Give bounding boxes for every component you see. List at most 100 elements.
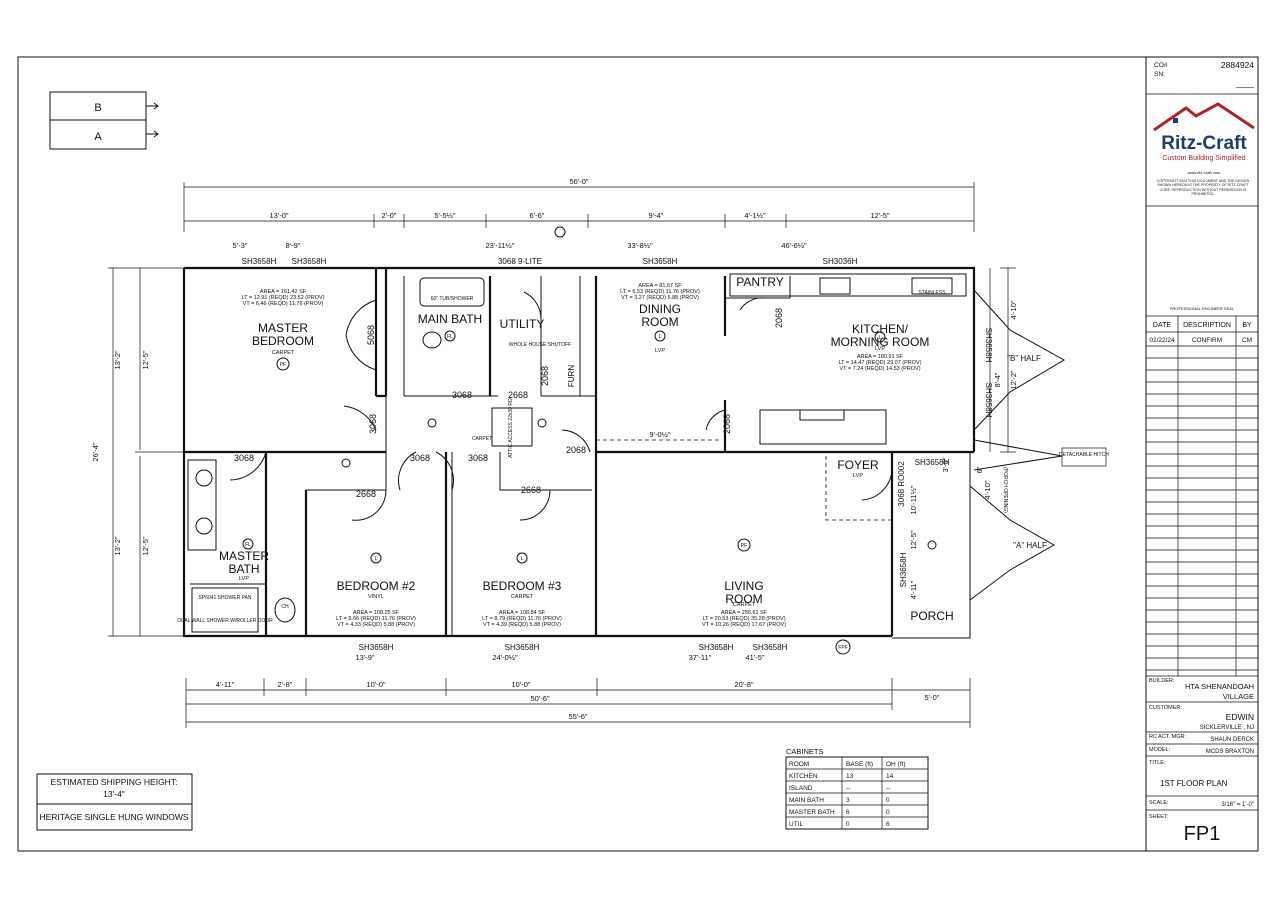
cabinet-cell: UTIL <box>789 821 803 828</box>
rev-header: DATE <box>1153 322 1171 329</box>
hall-floor: CARPET <box>472 436 492 442</box>
dim-right: 3'-0" <box>941 457 950 472</box>
window-tag: SH3658H <box>242 257 277 266</box>
dim-top-seg: 2'-0" <box>382 211 397 220</box>
room-lt: LT = 8.79 (REQD) 11.76 (PROV) <box>482 616 562 622</box>
window-tag: SH3658H <box>292 257 327 266</box>
dim-bottom-overall: 55'-6" <box>568 712 587 721</box>
top-dimensions: 56'-0" 13'-0" 2'-0" 5'-5½" 6'-6" 9'-4" 4… <box>183 177 975 250</box>
room-area: AREA = 180.91 SF <box>857 354 904 360</box>
dim-right: 8'-4" <box>993 372 1002 387</box>
door-tag: 3068 RO002 <box>897 461 906 507</box>
cabinet-cell: 0 <box>886 797 890 804</box>
brand-site: www.ritz-craft.com <box>1188 170 1221 175</box>
dim-right: 12'-5" <box>909 530 918 549</box>
door-tag: 2068 <box>566 445 586 455</box>
shower-label-2: DUAL WALL SHOWER W/ROLLER DOOR <box>177 618 273 624</box>
dim-top-overall: 56'-0" <box>569 177 588 186</box>
hitch-label: DETACHABLE HITCH <box>1059 452 1109 458</box>
dim-window-offset: 46'-6½" <box>781 241 807 250</box>
room-floor: LVP <box>853 473 863 479</box>
cabinet-cell: 6 <box>846 809 850 816</box>
dim-bottom-seg: 4'-11" <box>216 680 235 689</box>
cabinet-cell: 0 <box>886 809 890 816</box>
cabinet-cell: -- <box>846 785 850 792</box>
half-b-label: "B" HALF <box>1007 354 1041 363</box>
copyright-note: COPYRIGHT 2024 THIS DOCUMENT AND THE DES… <box>1156 179 1250 197</box>
utility-note: WHOLE HOUSE SHUTOFF <box>509 342 571 348</box>
sn-value: ____ <box>1235 79 1254 88</box>
room-area: AREA = 81.67 SF <box>638 283 682 289</box>
door-tag: 2068 <box>540 366 550 386</box>
cabinets-title: CABINETS <box>786 747 824 756</box>
room-floor: LVP <box>239 576 249 582</box>
dim-right: 6" <box>975 466 984 473</box>
room-vt: VT = 3.27 (REQD) 5.88 (PROV) <box>621 295 699 301</box>
dim-window-offset: 41'-5" <box>745 653 764 662</box>
dim-window-offset: 13'-9" <box>355 653 374 662</box>
door-tag: 2668 <box>356 489 376 499</box>
dim-bottom-seg: 2'-8" <box>278 680 293 689</box>
room-lt: LT = 14.47 (REQD) 29.07 (PROV) <box>838 360 921 366</box>
rev-header: DESCRIPTION <box>1183 322 1231 329</box>
scale-label: SCALE: <box>1149 800 1169 806</box>
door-tag: 3068 <box>410 453 430 463</box>
rev-by: CM <box>1242 337 1252 344</box>
left-dimensions: 26'-4" 13'-2" 13'-2" 12'-5" 12'-5" <box>91 267 184 637</box>
room-area: AREA = 108.25 SF <box>353 610 400 616</box>
cabinet-cell: KITCHEN <box>789 773 818 780</box>
cab-header: BASE (ft) <box>846 761 873 768</box>
room-floor: VINYL <box>368 594 384 600</box>
door-tag: 2668 <box>521 485 541 495</box>
toilet-ch: CH <box>281 604 289 610</box>
title-label: TITLE: <box>1149 760 1166 766</box>
door-tag: 3068 <box>234 453 254 463</box>
dim-window-offset: 8'-9" <box>286 241 301 250</box>
cabinet-cell: ISLAND <box>789 785 813 792</box>
builder-label: BUILDER: <box>1149 678 1175 684</box>
room-area: AREA = 108.84 SF <box>499 610 546 616</box>
rev-header: BY <box>1242 322 1252 329</box>
window-tag: SH3658H <box>899 552 908 587</box>
cab-header: ROOM <box>789 761 809 768</box>
window-tag: SH3658H <box>699 643 734 652</box>
room-name-bedroom-2: BEDROOM #2 <box>337 579 416 593</box>
cab-header: OH (ft) <box>886 761 906 768</box>
dim-bottom-seg: 5'-0" <box>925 693 940 702</box>
fpf-symbol: FPF <box>838 645 847 651</box>
brand-tagline: Custom Building Simplified <box>1162 155 1245 162</box>
room-name-bedroom-3: BEDROOM #3 <box>483 579 562 593</box>
sheet-label: SHEET: <box>1149 814 1169 820</box>
dim-bottom-seg: 10'-0" <box>511 680 530 689</box>
cabinet-cell: -- <box>886 785 890 792</box>
dim-top-seg: 6'-6" <box>530 211 545 220</box>
door-tag: 2668 <box>508 390 528 400</box>
room-floor: CARPET <box>511 594 534 600</box>
attic-access: ATTIC ACCESS 22x30 RO <box>508 398 514 458</box>
room-area: AREA = 256.61 SF <box>721 610 768 616</box>
window-type: HERITAGE SINGLE HUNG WINDOWS <box>39 812 188 822</box>
room-name-foyer: FOYER <box>837 458 879 472</box>
tub-label: 60" TUB/SHOWER <box>431 296 474 302</box>
fixture-symbols: PF PF FPF L L L L FL FL CH <box>242 226 937 655</box>
fan-light-symbol: FL <box>447 334 453 340</box>
room-name-main-bath: MAIN BATH <box>418 312 482 326</box>
window-tag: SH3658H <box>984 383 993 418</box>
room-area: AREA = 161.42 SF <box>260 289 307 295</box>
rev-desc: CONFIRM <box>1192 337 1222 344</box>
shipping-label: ESTIMATED SHIPPING HEIGHT: <box>51 777 178 787</box>
rev-date: 02/22/24 <box>1149 337 1175 344</box>
dim-window-offset: 23'-11½" <box>486 241 515 250</box>
dim-left-half: 13'-2" <box>113 536 122 555</box>
dim-bottom-seg: 10'-0" <box>366 680 385 689</box>
room-lt: LT = 20.53 (REQD) 35.28 (PROV) <box>702 616 785 622</box>
dim-window-offset: 24'-0½" <box>492 653 518 662</box>
door-tag: 3068 9-LITE <box>498 257 542 266</box>
co-number: 2884924 <box>1221 60 1254 70</box>
light-symbol: L <box>521 556 524 562</box>
door-tag: 2068 <box>774 308 784 328</box>
living-width-dim: 9'-0½" <box>649 430 671 439</box>
